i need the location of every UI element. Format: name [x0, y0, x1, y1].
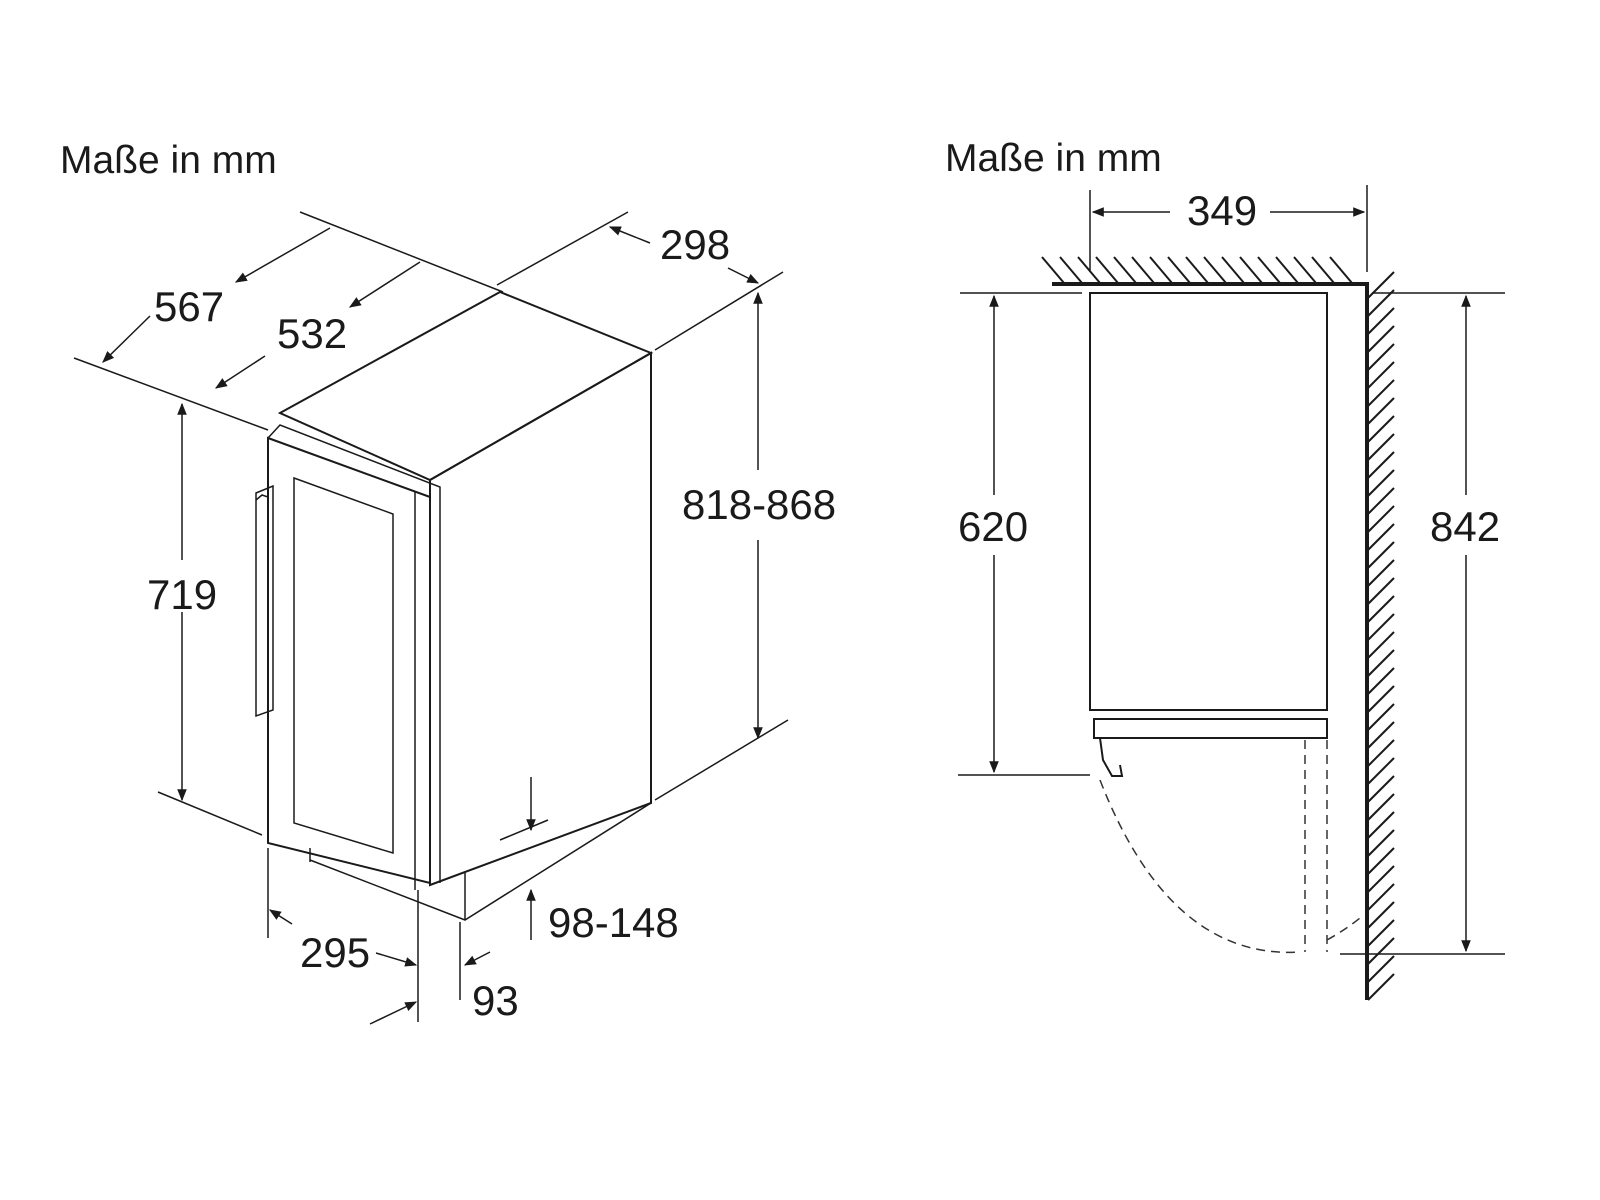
dim-93-arrow-left	[369, 1001, 418, 1025]
right-view-title: Maße in mm	[945, 137, 1162, 180]
hatch-line	[1367, 433, 1395, 461]
hatch-line	[1367, 721, 1395, 749]
hatch-line	[1367, 523, 1395, 551]
hatch-line	[1367, 883, 1395, 911]
hatch-line	[1367, 451, 1395, 479]
hatch-line	[1367, 685, 1395, 713]
hatch-line	[1311, 256, 1335, 284]
hatch-line	[1367, 793, 1395, 821]
hatch-line	[1367, 865, 1395, 893]
hatch-line	[1367, 469, 1395, 497]
side-plinth	[1093, 718, 1328, 739]
appliance-side-face	[429, 351, 652, 887]
ceiling-hatching	[1041, 256, 1353, 284]
hatch-line	[1367, 343, 1395, 371]
hatch-line	[1367, 667, 1395, 695]
hatch-line	[1367, 703, 1395, 731]
dim-298-arrow-left	[608, 226, 651, 244]
hatch-line	[1131, 256, 1155, 284]
hatch-line	[1185, 256, 1209, 284]
dimension-lines	[102, 226, 763, 1025]
hatch-line	[1367, 595, 1395, 623]
dim-label-298: 298	[660, 221, 730, 268]
door-hinge	[1099, 737, 1124, 777]
hatch-line	[1329, 256, 1353, 284]
appliance-door	[267, 436, 431, 885]
dim-93-arrow-right	[463, 951, 491, 966]
hatch-line	[1367, 289, 1395, 317]
dim-532-arrow-top	[348, 261, 421, 308]
hatch-line	[1257, 256, 1281, 284]
dim-295-arrow-left	[268, 909, 293, 925]
dim-label-349: 349	[1187, 187, 1257, 234]
hatch-line	[1059, 256, 1083, 284]
hatch-line	[1367, 541, 1395, 569]
dim-label-93: 93	[472, 977, 519, 1024]
hatch-line	[1367, 739, 1395, 767]
hatch-line	[1367, 955, 1395, 983]
hatch-line	[1113, 256, 1137, 284]
door-handle	[255, 484, 274, 718]
hatch-line	[1367, 649, 1395, 677]
hatch-line	[1367, 613, 1395, 641]
hatch-line	[1275, 256, 1299, 284]
dim-567-arrow-top	[234, 227, 331, 283]
hatch-line	[1367, 775, 1395, 803]
hatch-line	[1239, 256, 1263, 284]
hatch-line	[1041, 256, 1065, 284]
hatch-line	[1367, 559, 1395, 587]
hatch-line	[1367, 829, 1395, 857]
dim-label-98-148: 98-148	[548, 899, 679, 946]
hatch-line	[1367, 631, 1395, 659]
hatch-line	[1203, 256, 1227, 284]
hatch-line	[1367, 325, 1395, 353]
dim-label-620: 620	[958, 503, 1028, 550]
dim-label-295: 295	[300, 929, 370, 976]
wall-and-ceiling	[1052, 282, 1369, 1000]
appliance-body	[255, 290, 654, 921]
hatch-line	[1367, 397, 1395, 425]
hatch-line	[1149, 256, 1173, 284]
dim-295-arrow-right	[375, 952, 418, 967]
wall-hatching	[1367, 271, 1395, 1001]
hatch-line	[1167, 256, 1191, 284]
hatch-line	[1367, 919, 1395, 947]
hatch-line	[1095, 256, 1119, 284]
hatch-line	[1293, 256, 1317, 284]
hatch-line	[1367, 505, 1395, 533]
hatch-line	[1221, 256, 1245, 284]
dim-567-arrow-bottom	[102, 315, 151, 363]
hatch-line	[1367, 361, 1395, 389]
dim-label-719: 719	[147, 571, 217, 618]
door-glass-pane	[293, 476, 394, 855]
isometric-view: Maße in mm	[60, 139, 836, 1025]
hatch-line	[1367, 937, 1395, 965]
hatch-line	[1367, 811, 1395, 839]
dim-298-arrow-right	[727, 267, 760, 284]
door-swing-arc	[1099, 779, 1301, 954]
door-rim	[267, 424, 441, 883]
dim-label-842: 842	[1430, 503, 1500, 550]
hatch-line	[1367, 577, 1395, 605]
hatch-line	[1367, 307, 1395, 335]
dimension-labels: 567 532 298 818-868 719 295 93 98-148	[147, 221, 836, 1024]
dim-label-818-868: 818-868	[682, 481, 836, 528]
left-view-title: Maße in mm	[60, 139, 277, 182]
hatch-line	[1367, 757, 1395, 785]
dim-label-567: 567	[154, 283, 224, 330]
hatch-line	[1367, 901, 1395, 929]
hatch-line	[1367, 379, 1395, 407]
extension-lines	[73, 211, 789, 1022]
dim-532-arrow-bottom	[214, 355, 266, 389]
appliance-body-side	[1089, 292, 1328, 711]
hatch-line	[1367, 487, 1395, 515]
hatch-line	[1367, 847, 1395, 875]
side-view: Maße in mm 349 620 842	[945, 137, 1505, 1001]
dim-label-532: 532	[277, 310, 347, 357]
hatch-line	[1367, 415, 1395, 443]
hatch-line	[1077, 256, 1101, 284]
hatch-line	[1367, 973, 1395, 1001]
